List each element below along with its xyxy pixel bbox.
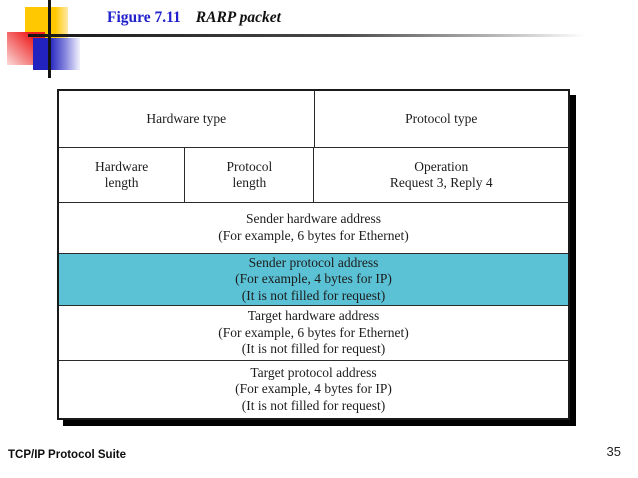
packet-row-lengths-operation: Hardware length Protocol length Operatio… [59,147,568,202]
rarp-packet-diagram: Hardware type Protocol type Hardware len… [57,89,570,420]
packet-row-types: Hardware type Protocol type [59,91,569,148]
slide-title: Figure 7.11 RARP packet [107,9,281,27]
packet-row-target-hardware: Target hardware address (For example, 6 … [59,305,568,360]
field-sender-hardware-address: Sender hardware address (For example, 6 … [218,211,409,243]
field-hardware-length: Hardware length [94,158,149,191]
packet-row-target-protocol: Target protocol address (For example, 4 … [59,359,568,418]
footer-title: TCP/IP Protocol Suite [8,449,126,461]
field-protocol-type: Protocol type [313,91,569,148]
figure-caption: RARP packet [195,9,281,26]
field-operation: Operation Request 3, Reply 4 [313,148,568,202]
field-target-protocol-address: Target protocol address (For example, 4 … [235,364,392,413]
figure-number: Figure 7.11 [107,9,181,26]
packet-row-sender-hardware: Sender hardware address (For example, 6 … [59,201,568,253]
field-sender-protocol-address: Sender protocol address (For example, 4 … [235,254,392,303]
packet-row-sender-protocol-highlighted: Sender protocol address (For example, 4 … [59,252,568,306]
field-hardware-type: Hardware type [146,110,227,126]
field-protocol-length: Protocol length [184,148,313,202]
page-number: 35 [606,444,621,459]
decor-blue-square [33,38,80,70]
field-target-hardware-address: Target hardware address (For example, 6 … [218,308,409,357]
decor-horizontal-rule [28,34,602,37]
decor-vertical-line [48,0,51,78]
